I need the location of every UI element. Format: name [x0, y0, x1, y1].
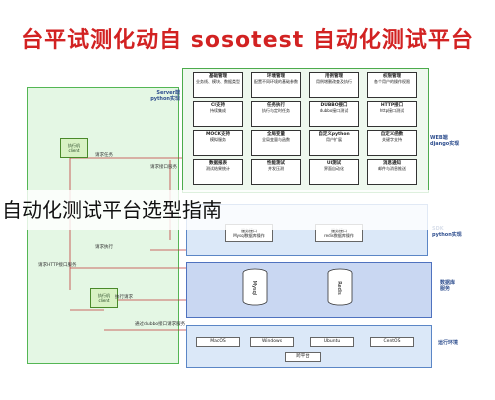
env-centos: CentOS	[370, 337, 414, 347]
client-top-line2: client	[68, 148, 80, 153]
env-docker: 跨平台	[285, 352, 321, 362]
web-module-title: MOCK支持	[205, 132, 231, 137]
python-label-line2: python实现	[432, 232, 462, 238]
web-module-desc: 全局变量与函数	[262, 137, 290, 142]
web-module-desc: 并发压测	[268, 166, 284, 171]
server-label-line1: Server端	[156, 90, 180, 96]
page-title: 台平试测化动自 sosotest 自动化测试平台	[21, 28, 474, 53]
web-module-title: 全局变量	[267, 132, 285, 137]
web-module-desc: 配置不同环境的基础参数	[254, 79, 298, 84]
web-module-title: 权限管理	[383, 74, 401, 79]
db-label-line2: 服务	[440, 286, 451, 292]
web-module-title: DUBBO接口	[320, 103, 348, 108]
web-module: 自定义函数关键字支持	[367, 130, 417, 156]
web-module: UI测试界面自动化	[309, 159, 359, 185]
web-module-desc: 邮件与消息推送	[378, 166, 406, 171]
web-module-title: 性能测试	[267, 161, 285, 166]
web-module-title: UI测试	[326, 161, 342, 166]
mysql-db-label: Mysql	[251, 281, 257, 295]
web-module: CI支持持续集成	[193, 101, 243, 127]
web-module-title: 环境管理	[267, 74, 285, 79]
env-label: 运行环境	[438, 340, 459, 346]
db-label: 数据库 服务	[440, 280, 455, 292]
web-module: 消息通知邮件与消息推送	[367, 159, 417, 185]
web-label-line1: WEB端	[430, 135, 448, 141]
web-module: 用例管理用例增删改查及执行	[309, 72, 359, 98]
web-module: 权限管理各个用户的操作权限	[367, 72, 417, 98]
overlay-banner: 自动化测试平台选型指南	[0, 190, 495, 230]
web-module-desc: 界面自动化	[324, 166, 344, 171]
web-module-desc: 执行与定时任务	[262, 108, 290, 113]
service-mysql-line1: 服务接口	[241, 228, 257, 233]
web-module-title: HTTP接口	[380, 103, 404, 108]
web-module: 环境管理配置不同环境的基础参数	[251, 72, 301, 98]
env-macos: MacOS	[196, 337, 240, 347]
arrow-label-http-request: 请求HTTP接口服务	[38, 263, 77, 268]
web-module-desc: 模拟服务	[210, 137, 226, 142]
service-mysql-line2: Mysql数据库操作	[233, 233, 265, 238]
web-module-title: 自定义python	[318, 132, 350, 137]
web-module: MOCK支持模拟服务	[193, 130, 243, 156]
web-module: 数据报表测试结果统计	[193, 159, 243, 185]
client-top-line1: 执行机	[68, 143, 80, 148]
web-module-title: 基础管理	[209, 74, 227, 79]
web-module-title: 数据报表	[209, 161, 227, 166]
web-module-desc: 持续集成	[210, 108, 226, 113]
redis-db-label: Redis	[336, 281, 342, 295]
client-node-top: 执行机 client	[60, 138, 88, 158]
web-module-desc: 用户扩展	[326, 137, 342, 142]
env-ubuntu: Ubuntu	[310, 337, 354, 347]
arrow-label-dubbo-request: 通过dubbo接口请求服务	[135, 322, 186, 327]
service-redis-line1: 服务接口	[331, 228, 347, 233]
server-label: Server端 python实现	[150, 90, 180, 102]
database-panel	[186, 262, 432, 318]
server-label-line2: python实现	[150, 96, 180, 102]
client-bottom-line1: 执行机	[98, 293, 110, 298]
client-node-bottom: 执行机 client	[90, 288, 118, 308]
arrow-label-exec-request: 执行请求	[115, 295, 133, 300]
arrow-label-request-service: 请求接口服务	[150, 165, 177, 170]
web-module-desc: dubbo接口测试	[319, 108, 349, 113]
web-label-line2: django实现	[430, 141, 460, 147]
arrow-label-request-task: 请求任务	[95, 153, 113, 158]
web-module-desc: 关键字支持	[382, 137, 402, 142]
web-module: 任务执行执行与定时任务	[251, 101, 301, 127]
web-module: 全局变量全局变量与函数	[251, 130, 301, 156]
web-module: 性能测试并发压测	[251, 159, 301, 185]
redis-db-icon: Redis	[327, 268, 353, 306]
env-windows: Windows	[250, 337, 294, 347]
web-module-desc: 用例增删改查及执行	[316, 79, 352, 84]
web-module-desc: 测试结果统计	[206, 166, 230, 171]
mysql-db-icon: Mysql	[242, 268, 268, 306]
web-module-desc: 各个用户的操作权限	[374, 79, 410, 84]
client-bottom-line2: client	[98, 298, 110, 303]
web-module-title: 用例管理	[325, 74, 343, 79]
web-module-title: CI支持	[211, 103, 225, 108]
web-module-desc: http接口测试	[379, 108, 405, 113]
web-module-desc: 业务线、模块、数据类型	[196, 79, 240, 84]
db-label-line1: 数据库	[440, 280, 456, 286]
web-module-title: 自定义函数	[380, 132, 404, 137]
web-module-title: 任务执行	[267, 103, 285, 108]
service-redis-line2: redis数据库操作	[324, 233, 354, 238]
web-module-title: 消息通知	[383, 161, 401, 166]
web-module: 基础管理业务线、模块、数据类型	[193, 72, 243, 98]
web-label: WEB端 django实现	[430, 135, 459, 147]
arrow-label-request-exec: 请求执行	[95, 245, 113, 250]
